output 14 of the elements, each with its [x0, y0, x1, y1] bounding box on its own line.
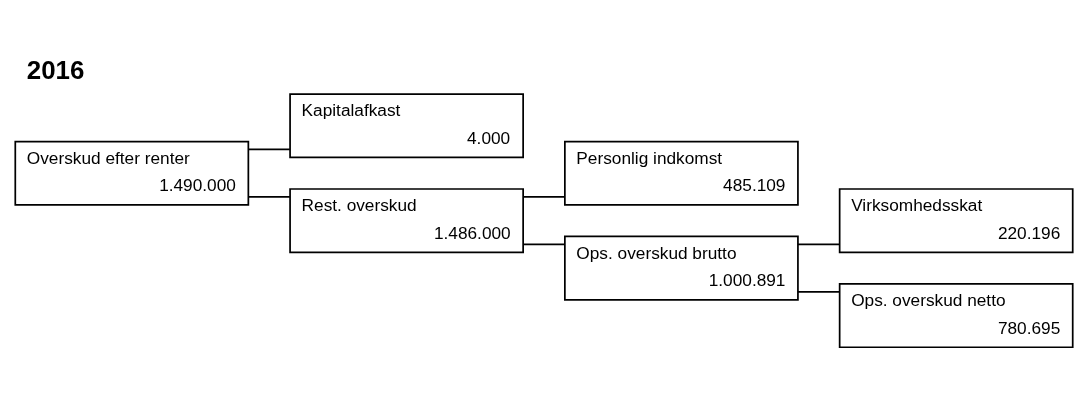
node-box: Ops. overskud brutto 1.000.891 — [564, 235, 799, 301]
node-box: Kapitalafkast 4.000 — [289, 92, 524, 158]
connector — [247, 195, 291, 198]
connector — [797, 243, 841, 245]
node-box: Overskud efter renter 1.490.000 — [14, 140, 250, 206]
connector — [797, 290, 841, 293]
node-box: Personlig indkomst 485.109 — [564, 140, 799, 206]
node-box: Virksomhedsskat 220.196 — [838, 187, 1074, 253]
connector — [522, 243, 566, 245]
connector — [247, 148, 291, 150]
node-box: Ops. overskud netto 780.695 — [838, 282, 1074, 348]
connector — [522, 195, 566, 198]
diagram-title: 2016 — [26, 55, 85, 84]
node-box: Rest. overskud 1.486.000 — [289, 187, 524, 253]
